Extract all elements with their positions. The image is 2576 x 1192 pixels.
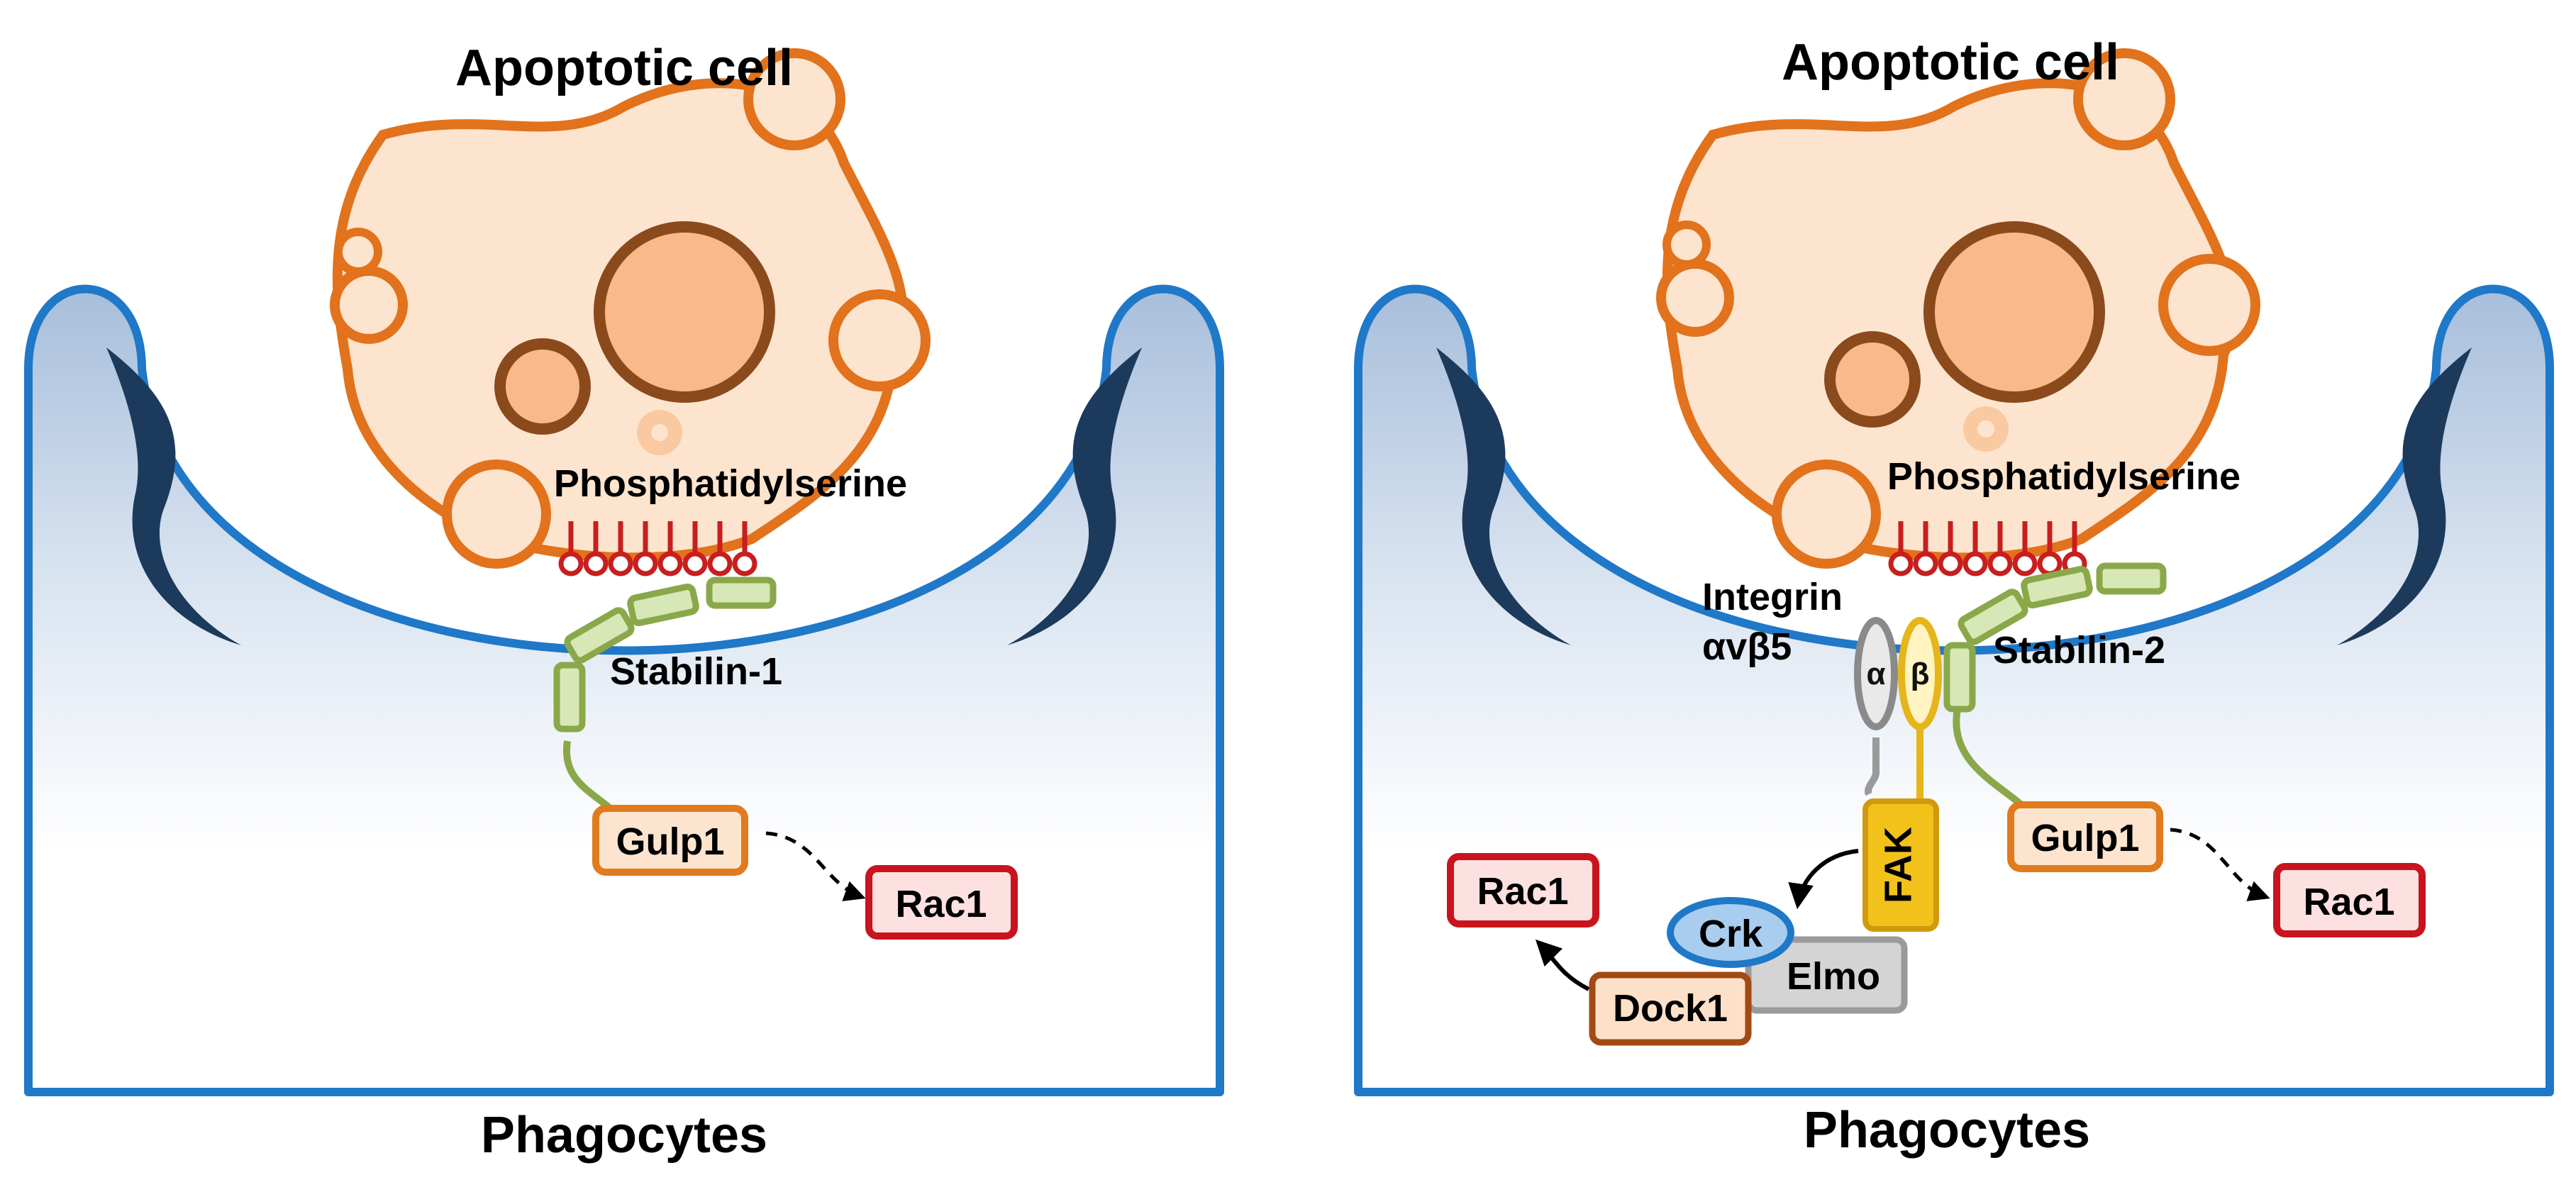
phagocytes-label: Phagocytes <box>1804 1102 2090 1159</box>
stabilin-1-receptor <box>553 576 777 825</box>
vesicle-core <box>1977 420 1994 438</box>
rac1-label: Rac1 <box>895 883 987 925</box>
bleb <box>743 48 845 150</box>
gulp1-label: Gulp1 <box>2031 817 2139 859</box>
bleb <box>334 228 382 276</box>
fak-box: FAK <box>1862 798 1939 932</box>
apoptotic-body <box>1824 331 1921 428</box>
gulp1-label: Gulp1 <box>616 820 724 863</box>
apoptotic-body <box>494 338 591 435</box>
pseudopod-accent-left <box>106 347 241 645</box>
beta-symbol: β <box>1911 657 1930 691</box>
rac1-left-label: Rac1 <box>1477 870 1568 913</box>
panel-title: Apoptotic cell <box>1782 34 2119 91</box>
bleb <box>828 289 931 391</box>
integrin-alpha-subunit: α <box>1854 617 1898 796</box>
gulp-rac-arrow <box>765 831 866 901</box>
stabilin-2-label: Stabilin-2 <box>1993 629 2165 672</box>
phagocytes-label: Phagocytes <box>481 1107 767 1164</box>
rac1-left-box: Rac1 <box>1447 853 1599 928</box>
bleb <box>2158 254 2260 356</box>
gulp-rac-arrow <box>2170 828 2270 901</box>
fak-crk-arrow <box>1788 849 1859 910</box>
pseudopod-accent-right <box>1007 347 1142 645</box>
rac1-box: Rac1 <box>2273 863 2426 937</box>
bleb <box>1772 459 1881 569</box>
gulp1-box: Gulp1 <box>2007 801 2163 872</box>
right-panel: α β FAK Elmo Dock1 Crk Rac1 <box>1354 34 2554 1159</box>
dock-rac-arrow <box>1535 939 1590 991</box>
pseudopod-accent-left <box>1436 347 1571 645</box>
rac1-box: Rac1 <box>865 865 1018 940</box>
alpha-symbol: α <box>1866 657 1885 691</box>
crk-label: Crk <box>1699 913 1763 955</box>
panel-title: Apoptotic cell <box>455 40 793 96</box>
bleb <box>330 266 408 344</box>
elmo-box: Elmo <box>1745 936 1908 1014</box>
elmo-label: Elmo <box>1787 955 1880 998</box>
rac1-label: Rac1 <box>2303 881 2394 923</box>
left-panel: Gulp1 Rac1 Apoptotic cell Phosphatidylse… <box>24 40 1224 1164</box>
nucleus <box>1923 221 2105 403</box>
bleb <box>2073 48 2175 150</box>
nucleus <box>594 221 775 403</box>
bleb <box>442 459 551 569</box>
bleb <box>1662 221 1711 269</box>
integrin-label-line2: αvβ5 <box>1702 625 1792 668</box>
dock1-box: Dock1 <box>1589 971 1752 1046</box>
vesicle-core <box>651 424 668 441</box>
phosphatidylserine-label: Phosphatidylserine <box>1887 455 2241 498</box>
fak-label: FAK <box>1877 827 1919 903</box>
apoptotic-cell <box>1656 48 2260 569</box>
crk-oval: Crk <box>1667 897 1794 968</box>
gulp1-box: Gulp1 <box>592 805 748 876</box>
integrin-beta-subunit: β <box>1898 617 1942 801</box>
pseudopod-accent-right <box>2337 347 2472 645</box>
phosphatidylserine-label: Phosphatidylserine <box>554 462 907 505</box>
phosphatidylserine-cluster <box>558 521 757 576</box>
apoptotic-cell <box>330 48 931 569</box>
dock1-label: Dock1 <box>1613 987 1728 1030</box>
stabilin-1-label: Stabilin-1 <box>610 650 782 693</box>
integrin-label-line1: Integrin <box>1702 576 1843 618</box>
bleb <box>1656 259 1734 337</box>
